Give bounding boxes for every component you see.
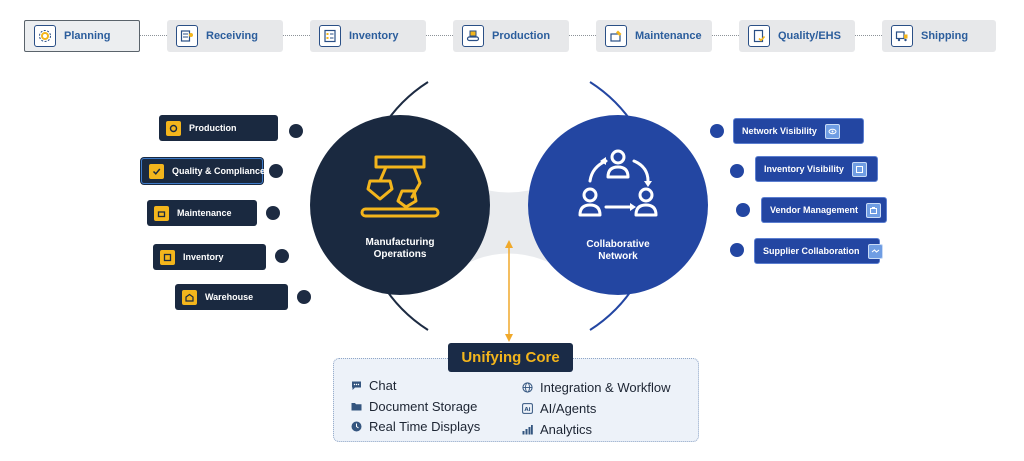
wrench-icon	[605, 25, 627, 47]
manufacturing-title: Manufacturing Operations	[340, 237, 460, 261]
feature-chat: Chat	[350, 378, 396, 393]
arrow-down-icon	[505, 334, 513, 342]
wrench-icon	[154, 205, 169, 221]
feature-label: AI/Agents	[540, 401, 597, 416]
chip-label: Inventory	[183, 252, 224, 262]
step-label: Maintenance	[635, 30, 702, 42]
clock-icon	[350, 421, 362, 433]
arrow-up-icon	[505, 240, 513, 248]
step-connector	[569, 35, 596, 36]
unifying-core-panel	[333, 358, 699, 442]
chip-label: Quality & Compliance	[172, 166, 266, 176]
chip-label: Supplier Collaboration	[763, 246, 860, 256]
feature-ai-agents: Ai AI/Agents	[521, 401, 596, 416]
chip-label: Vendor Management	[770, 205, 859, 215]
chip-network-visibility[interactable]: Network Visibility	[733, 118, 864, 144]
step-connector	[426, 35, 453, 36]
chip-label: Warehouse	[205, 292, 254, 302]
collaboration-cycle-icon	[578, 149, 658, 217]
manufacturing-operations-circle[interactable]: Manufacturing Operations	[310, 115, 490, 295]
step-quality-ehs[interactable]: Quality/EHS	[739, 20, 855, 52]
boxes-icon	[160, 249, 175, 265]
checklist-icon	[319, 25, 341, 47]
vendor-icon	[866, 202, 882, 218]
connector-node	[710, 124, 724, 138]
globe-icon	[521, 382, 533, 394]
gear-icon	[166, 120, 181, 136]
connector-node	[275, 249, 289, 263]
feature-label: Chat	[369, 378, 397, 393]
chip-label: Maintenance	[177, 208, 232, 218]
step-connector	[712, 35, 739, 36]
bar-chart-icon	[521, 424, 533, 436]
ai-icon: Ai	[521, 403, 533, 415]
connector-node	[297, 290, 311, 304]
chip-maintenance[interactable]: Maintenance	[147, 200, 257, 226]
step-connector	[283, 35, 310, 36]
feature-label: Integration & Workflow	[540, 380, 671, 395]
handshake-icon	[867, 243, 883, 259]
chat-bubble-icon	[350, 380, 362, 392]
feature-real-time-displays: Real Time Displays	[350, 419, 480, 434]
clipboard-person-icon	[176, 25, 198, 47]
chip-inventory-visibility[interactable]: Inventory Visibility	[755, 156, 878, 182]
folder-icon	[350, 401, 362, 413]
feature-label: Document Storage	[369, 399, 478, 414]
step-label: Shipping	[921, 30, 969, 42]
chip-label: Production	[189, 123, 237, 133]
feature-label: Analytics	[540, 422, 593, 437]
step-connector	[140, 35, 167, 36]
chip-quality-compliance[interactable]: Quality & Compliance	[141, 158, 266, 184]
unifying-core-title: Unifying Core	[448, 343, 573, 372]
step-label: Receiving	[206, 30, 258, 42]
inventory-box-icon	[851, 161, 867, 177]
shield-check-icon	[149, 163, 164, 179]
feature-analytics: Analytics	[521, 422, 592, 437]
chip-label: Inventory Visibility	[764, 164, 844, 174]
warehouse-icon	[182, 289, 197, 305]
step-receiving[interactable]: Receiving	[167, 20, 283, 52]
connector-node	[266, 206, 280, 220]
conveyor-icon	[462, 25, 484, 47]
step-shipping[interactable]: Shipping	[882, 20, 996, 52]
gear-icon	[34, 25, 56, 47]
connector-node	[730, 164, 744, 178]
step-label: Production	[492, 30, 551, 42]
title-line: Collaborative	[586, 239, 650, 250]
title-line: Operations	[373, 249, 427, 260]
collaborative-network-circle[interactable]: Collaborative Network	[528, 115, 708, 295]
step-planning[interactable]: Planning	[24, 20, 140, 52]
feature-integration-workflow: Integration & Workflow	[521, 380, 671, 395]
chip-inventory[interactable]: Inventory	[153, 244, 266, 270]
step-maintenance[interactable]: Maintenance	[596, 20, 712, 52]
chip-production[interactable]: Production	[159, 115, 278, 141]
connector-node	[730, 243, 744, 257]
chip-supplier-collaboration[interactable]: Supplier Collaboration	[754, 238, 883, 264]
step-connector	[855, 35, 882, 36]
title-line: Network	[598, 251, 638, 262]
chip-warehouse[interactable]: Warehouse	[175, 284, 288, 310]
eye-icon	[824, 123, 840, 139]
truck-icon	[891, 25, 913, 47]
connector-node	[269, 164, 283, 178]
document-check-icon	[748, 25, 770, 47]
step-label: Quality/EHS	[778, 30, 841, 42]
connector-node	[736, 203, 750, 217]
step-label: Inventory	[349, 30, 399, 42]
step-inventory[interactable]: Inventory	[310, 20, 426, 52]
step-production[interactable]: Production	[453, 20, 569, 52]
chip-label: Network Visibility	[742, 126, 817, 136]
step-label: Planning	[64, 30, 111, 42]
title-line: Manufacturing	[365, 237, 435, 248]
feature-label: Real Time Displays	[369, 419, 481, 434]
feature-document-storage: Document Storage	[350, 399, 477, 414]
chip-vendor-management[interactable]: Vendor Management	[761, 197, 887, 223]
collaborative-title: Collaborative Network	[558, 239, 678, 263]
robot-arm-icon	[360, 155, 440, 218]
connector-node	[289, 124, 303, 138]
svg-text:Ai: Ai	[524, 407, 530, 413]
